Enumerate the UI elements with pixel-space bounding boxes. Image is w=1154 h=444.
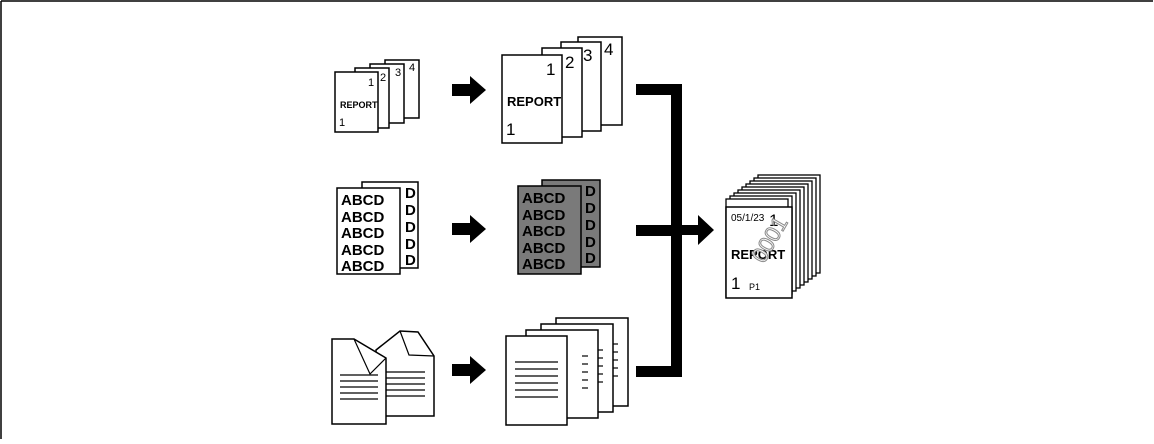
original-text-line-1: ABCD [341,192,384,209]
original-page-number-3: 3 [395,67,401,79]
connector-branch-bottom [636,366,682,377]
result-page-number-4: 4 [604,40,613,59]
result-text-line-2: ABCD [522,207,565,224]
original-cover-page [334,71,379,133]
result-back-tail-2: D [585,200,596,217]
result-flat-page-1-lines [515,361,558,398]
folded-sheet-front-flap [353,338,387,376]
original-page-number-4: 4 [409,62,415,74]
row-report: 4 3 2 1 REPORT 1 4 3 2 1 REPORT 1 [334,36,623,144]
original-cover-page-number: 1 [368,77,374,89]
folded-originals [331,330,435,425]
original-back-tail-5: D [405,252,416,269]
result-text-stack: D D D D D ABCD ABCD ABCD ABCD ABCD [517,179,601,275]
original-back-tail-1: D [405,185,416,202]
output-footer-label: P1 [749,282,760,292]
merge-connector [636,84,714,377]
output-date: 05/1/23 [731,213,765,224]
original-text-line-3: ABCD [341,225,384,242]
result-cover-title: REPORT [507,94,561,109]
merge-arrow-right-icon [682,215,714,245]
original-page-number-2: 2 [380,72,386,84]
folded-sheet-front-lines [340,374,378,400]
original-text-stack: D D D D D ABCD ABCD ABCD ABCD ABCD [336,181,419,275]
original-text-front-page [336,187,401,275]
result-flat-page-1 [505,335,568,426]
output-top-page [725,206,793,299]
result-cover-footer: 1 [506,120,515,139]
result-back-tail-3: D [585,217,596,234]
result-text-line-1: ABCD [522,190,565,207]
result-cover-page-number: 1 [546,60,555,79]
original-text-line-2: ABCD [341,209,384,226]
result-back-tail-1: D [585,183,596,200]
output-title: REPORT [731,247,785,262]
connector-branch-top [636,84,682,95]
original-text-line-4: ABCD [341,242,384,259]
row-folded [331,317,629,426]
row-text: D D D D D ABCD ABCD ABCD ABCD ABCD D D D… [336,179,601,275]
original-back-tail-3: D [405,219,416,236]
original-text-line-5: ABCD [341,258,384,275]
result-text-front-page [517,185,582,275]
result-page-number-3: 3 [583,46,592,65]
result-back-tail-5: D [585,250,596,267]
connector-spine [671,84,682,377]
result-report-stack: 4 3 2 1 REPORT 1 [501,36,623,144]
result-back-tail-4: D [585,234,596,251]
output-stack: 05/1/23 1 REPORT 1 P1 0001 [725,174,821,299]
result-text-line-5: ABCD [522,256,565,273]
arrow-right-icon [452,356,486,384]
result-page-number-2: 2 [565,53,574,72]
connector-branch-middle [636,225,682,236]
result-text-line-4: ABCD [522,240,565,257]
original-cover-title: REPORT [340,100,378,110]
original-back-tail-4: D [405,236,416,253]
result-cover-page [501,54,563,144]
arrow-right-icon [452,76,486,104]
folded-sheet-back-flap [399,330,435,357]
arrow-right-icon [452,215,486,243]
result-text-line-3: ABCD [522,223,565,240]
folded-sheet-back-lines [382,371,425,397]
result-flat-stack [505,317,629,426]
output-page-number: 1 [769,211,778,230]
original-back-tail-2: D [405,202,416,219]
original-report-stack: 4 3 2 1 REPORT 1 [334,59,420,133]
original-cover-footer: 1 [339,117,345,129]
output-footer-number: 1 [731,274,740,293]
